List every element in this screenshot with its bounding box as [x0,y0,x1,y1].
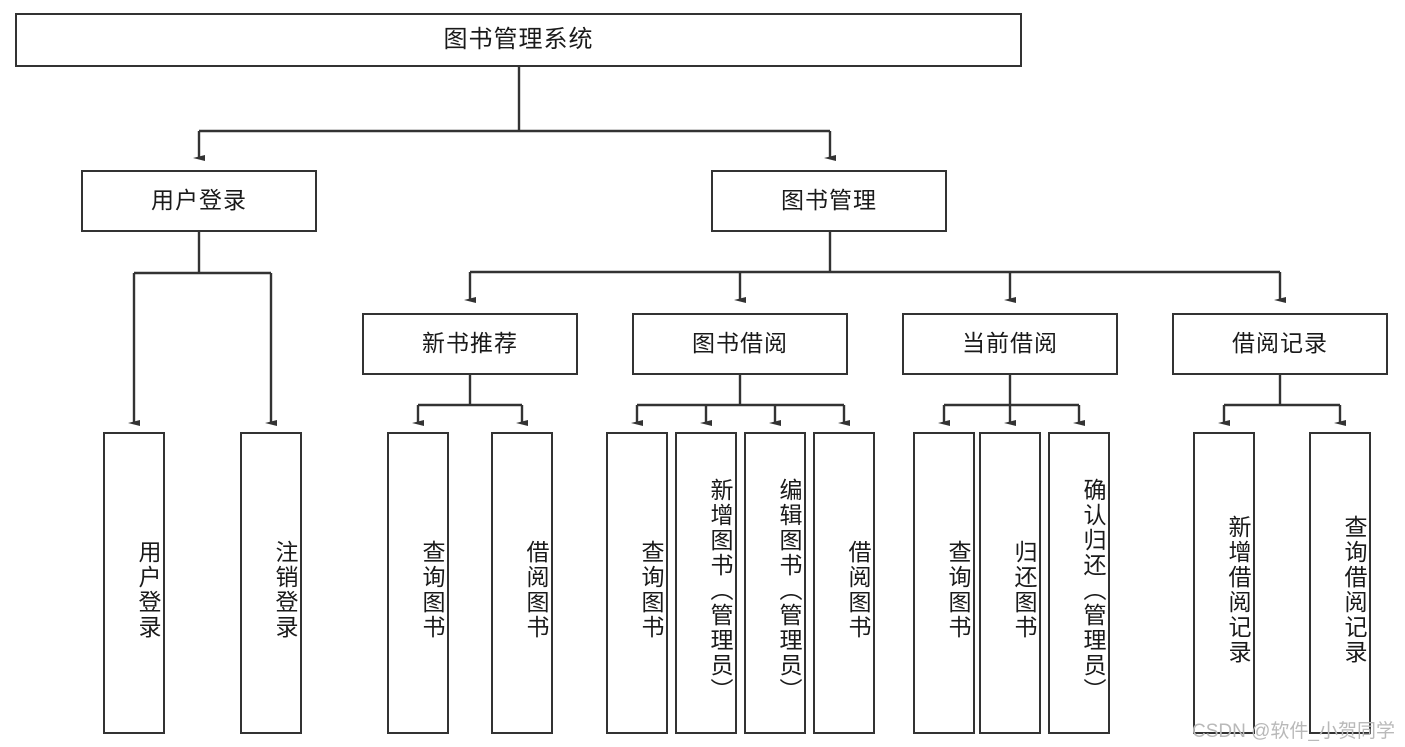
node-borrow-record[interactable]: 借阅记录 [1172,313,1388,375]
leaf-user-login-label: 用户登录 [135,540,161,640]
leaf-logout-login-label: 注销登录 [272,540,298,640]
node-new-book-recommend-label: 新书推荐 [422,330,518,357]
node-book-management-label: 图书管理 [781,187,877,214]
node-root-label: 图书管理系统 [443,25,594,53]
leaf-edit-book[interactable]: 编辑图书（管理员） [744,432,806,734]
leaf-return-book-label: 归还图书 [1011,540,1037,640]
leaf-add-book[interactable]: 新增图书（管理员） [675,432,737,734]
leaf-user-login[interactable]: 用户登录 [103,432,165,734]
node-user-login[interactable]: 用户登录 [81,170,317,232]
leaf-query-book-2-label: 查询图书 [638,540,664,640]
leaf-edit-book-label: 编辑图书（管理员） [776,477,802,703]
node-user-login-label: 用户登录 [151,187,247,214]
leaf-query-book-2[interactable]: 查询图书 [606,432,668,734]
leaf-query-book-1[interactable]: 查询图书 [387,432,449,734]
node-current-borrow[interactable]: 当前借阅 [902,313,1118,375]
node-book-management[interactable]: 图书管理 [711,170,947,232]
node-book-borrow-label: 图书借阅 [692,330,788,357]
leaf-query-book-3[interactable]: 查询图书 [913,432,975,734]
leaf-add-record-label: 新增借阅记录 [1225,515,1251,665]
leaf-borrow-book-2[interactable]: 借阅图书 [813,432,875,734]
node-current-borrow-label: 当前借阅 [962,330,1058,357]
leaf-borrow-book-1-label: 借阅图书 [523,540,549,640]
leaf-add-book-label: 新增图书（管理员） [707,477,733,703]
leaf-query-book-1-label: 查询图书 [419,540,445,640]
leaf-borrow-book-1[interactable]: 借阅图书 [491,432,553,734]
leaf-add-record[interactable]: 新增借阅记录 [1193,432,1255,734]
leaf-borrow-book-2-label: 借阅图书 [845,540,871,640]
node-borrow-record-label: 借阅记录 [1232,330,1328,357]
watermark-text: CSDN @软件_小贺同学 [1192,721,1395,742]
leaf-query-book-3-label: 查询图书 [945,540,971,640]
leaf-confirm-return[interactable]: 确认归还（管理员） [1048,432,1110,734]
leaf-logout-login[interactable]: 注销登录 [240,432,302,734]
node-new-book-recommend[interactable]: 新书推荐 [362,313,578,375]
leaf-query-record[interactable]: 查询借阅记录 [1309,432,1371,734]
leaf-query-record-label: 查询借阅记录 [1341,515,1367,665]
node-root-book-management-system[interactable]: 图书管理系统 [15,13,1022,67]
leaf-return-book[interactable]: 归还图书 [979,432,1041,734]
node-book-borrow[interactable]: 图书借阅 [632,313,848,375]
leaf-confirm-return-label: 确认归还（管理员） [1080,477,1106,703]
